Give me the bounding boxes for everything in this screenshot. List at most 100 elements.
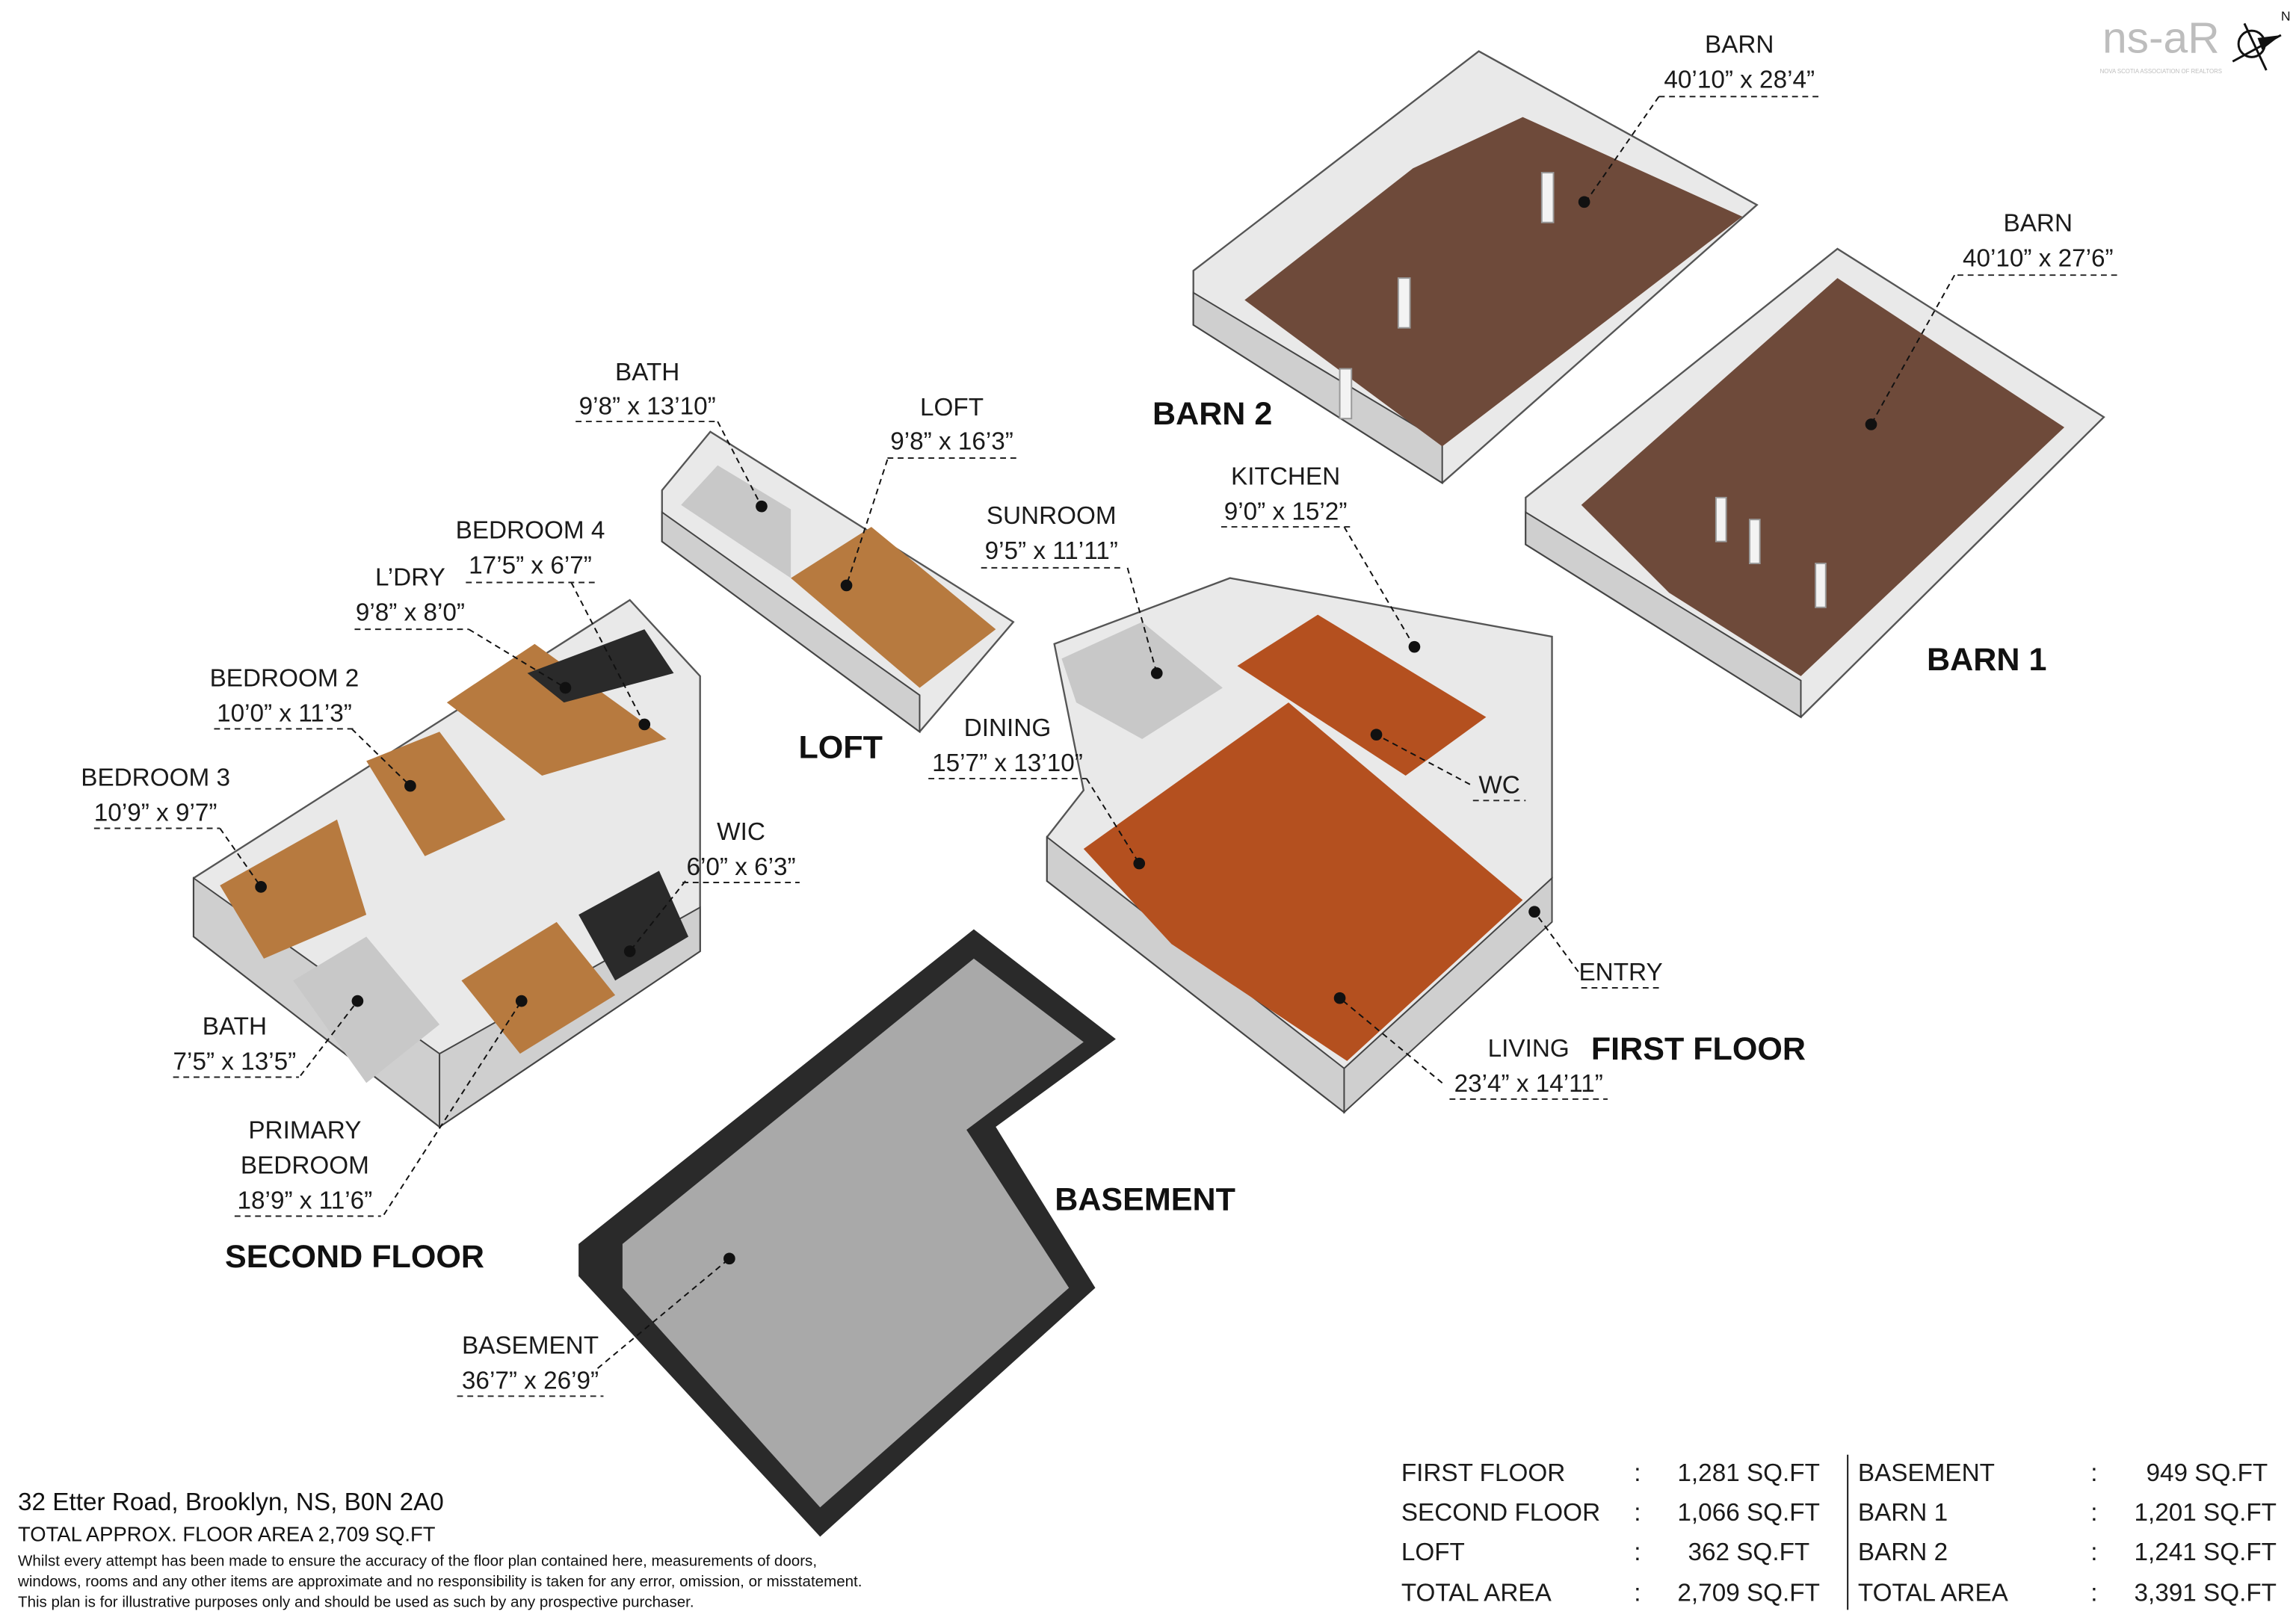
room-label-bedroom-2: BEDROOM 2 10’0” x 11’3” [210, 665, 359, 730]
second-floor-plan [192, 599, 701, 1129]
area-sep: : [1634, 1539, 1641, 1566]
room-dims: 17’5” x 6’7” [469, 552, 592, 580]
room-name: BATH [203, 1013, 267, 1041]
area-sep: : [1634, 1459, 1641, 1487]
room-label-primary-bedroom: PRIMARY BEDROOM 18’9” x 11’6” [234, 1117, 381, 1217]
area-sep: : [2090, 1459, 2097, 1487]
room-label-loft-bath: BATH 9’8” x 13’10” [575, 359, 720, 423]
room-dims: 10’0” x 11’3” [217, 700, 352, 728]
room-label-kitchen: KITCHEN 9’0” x 15’2” [1220, 463, 1351, 528]
room-label-second-bath: BATH 7’5” x 13’5” [173, 1013, 300, 1078]
room-label-wc: WC [1472, 772, 1526, 802]
room-dims: 23’4” x 14’11” [1454, 1070, 1603, 1098]
area-sep: : [1634, 1499, 1641, 1527]
room-name: WC [1478, 772, 1519, 800]
room-name: WIC [717, 818, 765, 846]
room-name: L’DRY [375, 563, 445, 591]
loft-plan [661, 430, 1015, 734]
disclaimer-line-2: windows, rooms and any other items are a… [17, 1573, 862, 1590]
room-dims: 40’10” x 27’6” [1963, 244, 2114, 272]
area-row: LOFT : 362 SQ.FT [1401, 1539, 1809, 1566]
room-dims: 18’9” x 11’6” [238, 1187, 373, 1215]
total-floor-area: TOTAL APPROX. FLOOR AREA 2,709 SQ.FT [18, 1522, 436, 1545]
area-label: TOTAL AREA [1858, 1580, 2009, 1607]
room-leaders [219, 96, 1956, 1369]
room-name: BATH [615, 359, 679, 386]
room-name: LOFT [920, 394, 984, 421]
room-label-laundry: L’DRY 9’8” x 8’0” [354, 563, 469, 631]
area-table: FIRST FLOOR : 1,281 SQ.FT SECOND FLOOR :… [1401, 1454, 2277, 1610]
room-name: BASEMENT [462, 1332, 599, 1360]
area-value: 1,201 SQ.FT [2134, 1499, 2277, 1527]
north-label: N [2281, 8, 2291, 23]
floor-title-barn-1: BARN 1 [1927, 642, 2046, 678]
area-label: BARN 2 [1858, 1539, 1948, 1566]
area-value: 1,066 SQ.FT [1677, 1499, 1820, 1527]
room-dims: 9’8” x 13’10” [579, 392, 716, 420]
room-dims: 6’0” x 6’3” [686, 853, 795, 881]
area-sep: : [2090, 1539, 2097, 1566]
area-value: 1,281 SQ.FT [1677, 1459, 1820, 1487]
room-label-barn-2: BARN 40’10” x 28’4” [1658, 31, 1820, 98]
first-floor-plan [1046, 577, 1553, 1114]
room-name: KITCHEN [1231, 463, 1340, 490]
logo-subtitle: NOVA SCOTIA ASSOCIATION OF REALTORS [2100, 68, 2222, 75]
room-name: BEDROOM 4 [456, 517, 605, 545]
area-value: 2,709 SQ.FT [1677, 1580, 1820, 1607]
room-label-wic: WIC 6’0” x 6’3” [682, 818, 800, 883]
address: 32 Etter Road, Brooklyn, NS, B0N 2A0 [18, 1488, 444, 1516]
area-row: BARN 2 : 1,241 SQ.FT [1858, 1539, 2277, 1566]
room-label-bedroom-4: BEDROOM 4 17’5” x 6’7” [456, 517, 605, 584]
room-label-dining: DINING 15’7” x 13’10” [928, 714, 1087, 779]
room-name-line-2: BEDROOM [241, 1152, 369, 1180]
room-name: BEDROOM 3 [81, 764, 230, 792]
room-label-barn-1: BARN 40’10” x 27’6” [1957, 209, 2119, 276]
room-dims: 40’10” x 28’4” [1664, 67, 1815, 94]
area-value: 3,391 SQ.FT [2134, 1580, 2277, 1607]
room-dims: 10’9” x 9’7” [94, 800, 217, 827]
room-label-bedroom-3: BEDROOM 3 10’9” x 9’7” [81, 764, 230, 829]
disclaimer-line-1: Whilst every attempt has been made to en… [18, 1553, 817, 1570]
basement-plan [578, 929, 1116, 1537]
floor-title-basement: BASEMENT [1055, 1182, 1235, 1218]
area-row: TOTAL AREA : 2,709 SQ.FT [1401, 1580, 1820, 1607]
room-dims: 9’0” x 15’2” [1224, 498, 1348, 525]
room-dims: 9’5” x 11’11” [985, 537, 1118, 565]
floor-title-loft: LOFT [798, 730, 882, 766]
room-label-loft: LOFT 9’8” x 16’3” [887, 394, 1016, 459]
area-sep: : [2090, 1499, 2097, 1527]
area-label: LOFT [1401, 1539, 1465, 1566]
area-row: TOTAL AREA : 3,391 SQ.FT [1858, 1580, 2277, 1607]
floor-title-second-floor: SECOND FLOOR [225, 1239, 484, 1275]
area-label: BASEMENT [1858, 1459, 1995, 1487]
room-dims: 9’8” x 16’3” [890, 427, 1013, 455]
room-name: BARN [1705, 31, 1774, 59]
room-label-basement: BASEMENT 36’7” x 26’9” [457, 1332, 604, 1397]
area-row: BARN 1 : 1,201 SQ.FT [1858, 1499, 2277, 1527]
room-dims: 7’5” x 13’5” [173, 1048, 297, 1076]
room-name: DINING [964, 714, 1051, 742]
room-name: BEDROOM 2 [210, 665, 359, 693]
area-sep: : [2090, 1580, 2097, 1607]
room-label-sunroom: SUNROOM 9’5” x 11’11” [981, 502, 1125, 569]
area-value: 1,241 SQ.FT [2134, 1539, 2277, 1566]
room-dims: 36’7” x 26’9” [462, 1367, 599, 1395]
logo-text: ns-aR [2102, 14, 2220, 63]
room-name: SUNROOM [987, 502, 1117, 530]
area-label: FIRST FLOOR [1401, 1459, 1565, 1487]
disclaimer-line-3: This plan is for illustrative purposes o… [18, 1593, 694, 1610]
area-sep: : [1634, 1580, 1641, 1607]
area-value: 362 SQ.FT [1688, 1539, 1809, 1566]
room-name: LIVING [1488, 1035, 1570, 1063]
room-name: ENTRY [1579, 959, 1663, 986]
room-label-entry: ENTRY [1579, 959, 1663, 989]
room-dims: 15’7” x 13’10” [932, 749, 1083, 777]
area-row: BASEMENT : 949 SQ.FT [1858, 1459, 2268, 1487]
room-name: BARN [2004, 209, 2073, 237]
area-label: BARN 1 [1858, 1499, 1948, 1527]
floor-title-barn-2: BARN 2 [1152, 396, 1272, 432]
room-dims: 9’8” x 8’0” [356, 599, 465, 626]
barn-1-plan [1525, 247, 2105, 719]
area-label: SECOND FLOOR [1401, 1499, 1600, 1527]
